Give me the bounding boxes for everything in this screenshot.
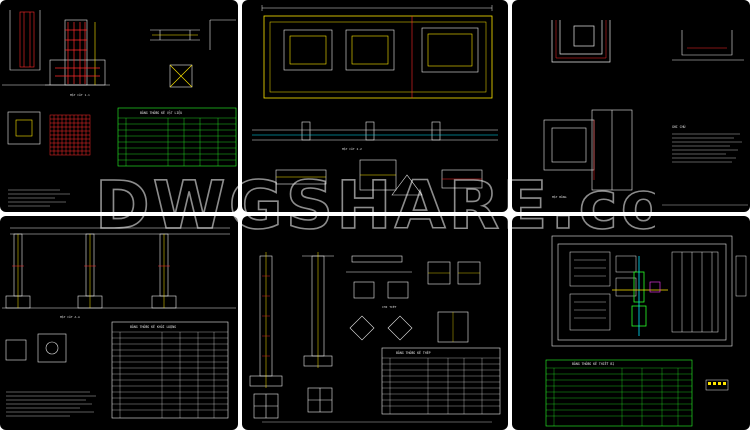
table-2-title: BẢNG THỐNG KÊ KHỐI LƯỢNG: [130, 324, 176, 329]
notes-title: GHI CHÚ: [672, 124, 686, 129]
material-table: BẢNG THỐNG KÊ VẬT LIỆU: [117, 107, 237, 167]
drawing-sheet-2-canvas: MẶT CẮT 2-2: [252, 5, 498, 196]
drawing-sheet-1-canvas: MẶT CẮT 1-1: [2, 10, 237, 207]
drawing-sheet-6[interactable]: BẢNG THỐNG KÊ THIẾT BỊ: [512, 216, 750, 430]
label-aa: MẶT CẮT A-A: [60, 314, 80, 319]
table-1-title: BẢNG THỐNG KÊ VẬT LIỆU: [140, 110, 182, 115]
drawing-sheet-5[interactable]: CHI TIẾT BẢNG THỐNG KÊ THÉP: [242, 216, 508, 430]
drawing-sheet-4[interactable]: MẶT CẮT A-A BẢNG THỐNG KÊ KHỐI LƯỢNG: [0, 216, 238, 430]
drawing-sheet-3[interactable]: MẶT BẰNG GHI CHÚ: [512, 0, 750, 212]
label-plan: MẶT BẰNG: [552, 194, 567, 199]
label-detail: CHI TIẾT: [382, 304, 397, 309]
drawing-sheet-5-canvas: CHI TIẾT BẢNG THỐNG KÊ THÉP: [249, 252, 501, 423]
drawing-sheet-1[interactable]: MẶT CẮT 1-1: [0, 0, 238, 212]
label-2-2: MẶT CẮT 2-2: [342, 146, 362, 151]
drawing-sheet-4-canvas: MẶT CẮT A-A BẢNG THỐNG KÊ KHỐI LƯỢNG: [2, 227, 236, 419]
drawing-sheet-2[interactable]: MẶT CẮT 2-2: [242, 0, 508, 212]
steel-table: BẢNG THỐNG KÊ THÉP: [381, 347, 501, 415]
equipment-table: BẢNG THỐNG KÊ THIẾT BỊ: [545, 359, 693, 427]
table-3-title: BẢNG THỐNG KÊ THÉP: [396, 350, 431, 355]
drawing-sheet-6-canvas: BẢNG THỐNG KÊ THIẾT BỊ: [545, 235, 747, 427]
label-1-1: MẶT CẮT 1-1: [70, 92, 90, 97]
table-4-title: BẢNG THỐNG KÊ THIẾT BỊ: [572, 361, 614, 366]
quantity-table: BẢNG THỐNG KÊ KHỐI LƯỢNG: [111, 321, 229, 419]
drawing-sheet-3-canvas: MẶT BẰNG GHI CHÚ: [543, 20, 748, 206]
